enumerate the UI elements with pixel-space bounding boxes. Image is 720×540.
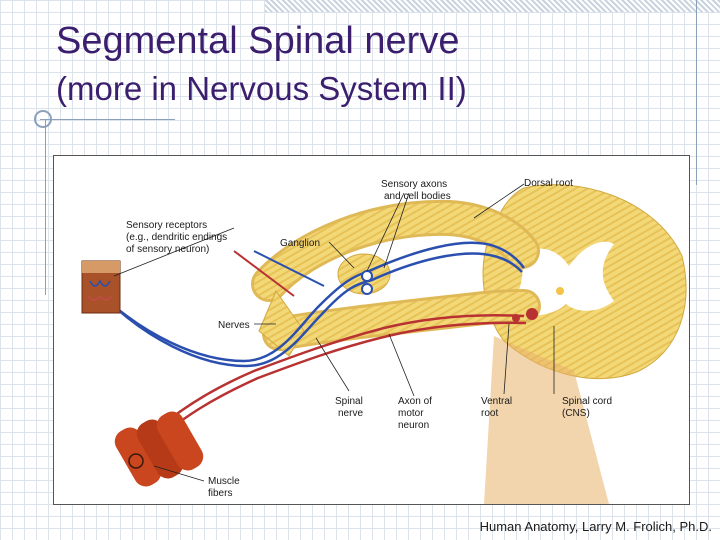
spinal-nerve-trunk bbox=[258, 289, 305, 357]
label-ventral-root-2: root bbox=[481, 408, 498, 419]
label-ventral-root: Ventral bbox=[481, 396, 512, 407]
label-axon-motor: Axon of bbox=[398, 396, 432, 407]
label-spinal-nerve-2: nerve bbox=[338, 408, 363, 419]
motor-axon bbox=[138, 314, 525, 447]
muscle-fibers bbox=[114, 411, 204, 487]
label-axon-motor-2: motor bbox=[398, 408, 424, 419]
right-vertical-rule bbox=[696, 0, 697, 185]
label-muscle-fibers-2: fibers bbox=[208, 488, 232, 499]
sensory-cell-body bbox=[361, 270, 373, 282]
slide-credit: Human Anatomy, Larry M. Frolich, Ph.D. bbox=[479, 519, 712, 534]
label-spinal-nerve: Spinal bbox=[335, 396, 363, 407]
header-hatch-decoration bbox=[265, 0, 720, 12]
slide-title: Segmental Spinal nerve bbox=[56, 20, 460, 62]
label-spinal-cord-2: (CNS) bbox=[562, 408, 590, 419]
label-nerves: Nerves bbox=[218, 320, 250, 331]
title-underline-rule bbox=[40, 119, 175, 120]
label-spinal-cord: Spinal cord bbox=[562, 396, 612, 407]
label-sensory-axons-2: and cell bodies bbox=[384, 191, 451, 202]
motor-neuron-body bbox=[526, 308, 538, 320]
sensory-axon bbox=[113, 241, 526, 363]
left-vertical-rule bbox=[45, 120, 46, 295]
label-muscle-fibers: Muscle bbox=[208, 476, 240, 487]
label-ganglion: Ganglion bbox=[280, 238, 320, 249]
spinal-cord-lower-shadow bbox=[484, 336, 609, 504]
label-sensory-axons: Sensory axons bbox=[381, 179, 447, 190]
label-sensory-receptors-3: of sensory neuron) bbox=[126, 244, 209, 255]
central-canal bbox=[556, 287, 564, 295]
spinal-nerve-figure: Sensory axons and cell bodies Dorsal roo… bbox=[53, 155, 690, 505]
label-sensory-receptors-2: (e.g., dendritic endings bbox=[126, 232, 227, 243]
slide-subtitle: (more in Nervous System II) bbox=[56, 70, 467, 107]
spinal-nerve-diagram: Sensory axons and cell bodies Dorsal roo… bbox=[81, 178, 687, 504]
label-axon-motor-3: neuron bbox=[398, 420, 429, 431]
label-sensory-receptors: Sensory receptors bbox=[126, 220, 207, 231]
label-dorsal-root: Dorsal root bbox=[524, 178, 573, 189]
